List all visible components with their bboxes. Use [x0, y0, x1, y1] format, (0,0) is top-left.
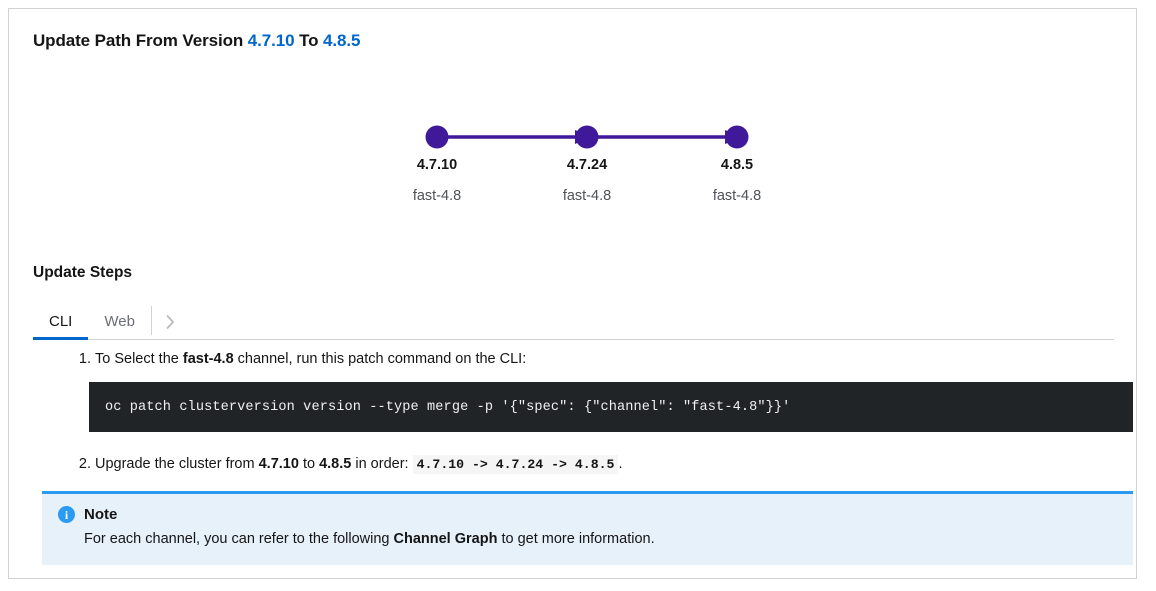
note-title: Note — [84, 506, 118, 523]
step-2-text-middle: to — [298, 456, 320, 472]
graph-node-label-1: 4.7.10 — [416, 157, 458, 173]
step-1-number: 1. — [78, 351, 91, 367]
note-panel: i Note For each channel, you can refer t… — [42, 491, 1133, 565]
graph-node-label-3: 4.8.5 — [720, 157, 754, 173]
step-2-order-code: 4.7.10 -> 4.7.24 -> 4.8.5 — [412, 455, 619, 474]
tab-divider — [150, 306, 152, 335]
patch-command-text: oc patch clusterversion version --type m… — [105, 399, 791, 415]
steps-tablist: CLI Web — [33, 304, 1114, 340]
tab-web[interactable]: Web — [88, 304, 151, 339]
update-path-graph: 4.7.10 fast-4.8 4.7.24 fast-4.8 4.8.5 fa… — [33, 104, 1114, 219]
note-header: i Note — [58, 506, 1117, 523]
graph-node-label-2: 4.7.24 — [566, 157, 608, 173]
update-steps-heading: Update Steps — [33, 264, 133, 281]
step-2: 2. Upgrade the cluster from 4.7.10 to 4.… — [33, 454, 1114, 475]
patch-command-codeblock[interactable]: oc patch clusterversion version --type m… — [89, 382, 1133, 432]
step-2-text-before: Upgrade the cluster from — [95, 456, 259, 472]
note-text-before: For each channel, you can refer to the f… — [84, 531, 394, 547]
note-channel-graph-link[interactable]: Channel Graph — [393, 531, 498, 547]
step-2-text-end: . — [618, 456, 623, 472]
info-icon: i — [58, 506, 75, 523]
tab-cli[interactable]: CLI — [33, 304, 89, 340]
step-1-channel: fast-4.8 — [182, 351, 234, 367]
graph-node-channel-1: fast-4.8 — [412, 188, 462, 204]
step-1-text-after: channel, run this patch command on the C… — [233, 351, 527, 367]
page-title-separator: To — [299, 31, 319, 50]
note-body: For each channel, you can refer to the f… — [84, 531, 1117, 547]
graph-edge-1 — [445, 130, 592, 144]
update-path-card: Update Path From Version 4.7.10 To 4.8.5… — [8, 8, 1137, 579]
graph-node-channel-2: fast-4.8 — [562, 188, 612, 204]
graph-svg — [425, 125, 749, 149]
step-2-text-after: in order: — [351, 456, 413, 472]
to-version-link[interactable]: 4.8.5 — [323, 31, 361, 50]
step-2-to-version: 4.8.5 — [319, 456, 352, 472]
step-2-from-version: 4.7.10 — [258, 456, 299, 472]
graph-node-4710[interactable] — [425, 125, 449, 149]
step-2-number: 2. — [78, 456, 91, 472]
graph-node-4724[interactable] — [575, 125, 599, 149]
graph-node-485[interactable] — [725, 125, 749, 149]
note-text-after: to get more information. — [497, 531, 655, 547]
graph-edge-2 — [595, 130, 742, 144]
chevron-right-icon[interactable] — [152, 304, 190, 339]
step-1-text-before: To Select the — [95, 351, 183, 367]
step-1: 1. To Select the fast-4.8 channel, run t… — [33, 349, 1114, 370]
from-version-link[interactable]: 4.7.10 — [247, 31, 295, 50]
steps-list: 1. To Select the fast-4.8 channel, run t… — [33, 349, 1114, 474]
graph-node-channel-3: fast-4.8 — [712, 188, 762, 204]
step-2-text: Upgrade the cluster from 4.7.10 to 4.8.5… — [95, 454, 1114, 475]
page-title-prefix: Update Path From Version — [33, 31, 244, 50]
page-title: Update Path From Version 4.7.10 To 4.8.5 — [33, 31, 360, 51]
step-1-text: To Select the fast-4.8 channel, run this… — [95, 349, 1114, 370]
